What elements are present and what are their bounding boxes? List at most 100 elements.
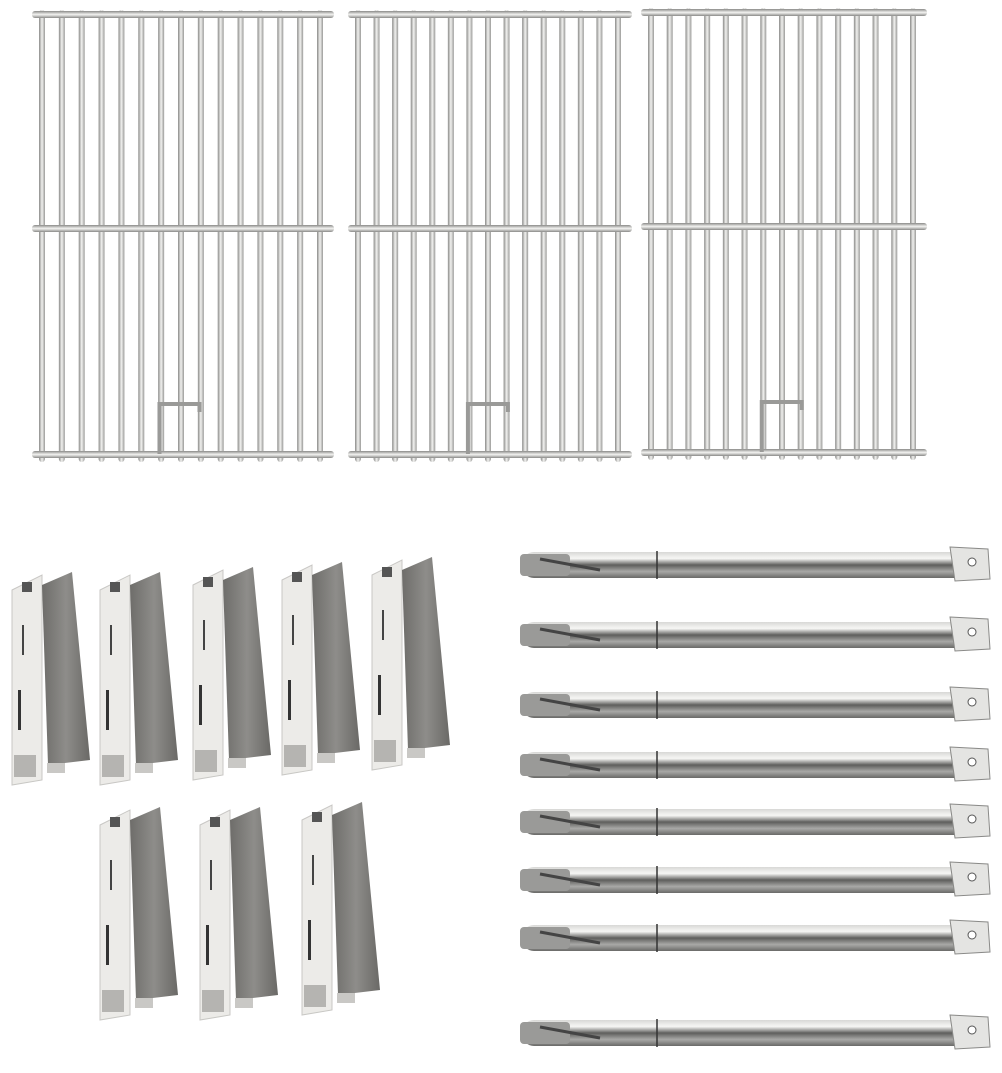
plate-side bbox=[99, 809, 131, 1021]
burner-bracket-hole bbox=[967, 814, 977, 824]
plate-foot bbox=[337, 993, 355, 1003]
plate-foot bbox=[304, 985, 326, 1007]
plate-foot bbox=[235, 998, 253, 1008]
plate-foot bbox=[14, 755, 36, 777]
burner-shutter bbox=[539, 930, 601, 945]
heat-plate bbox=[371, 557, 450, 771]
grate-rod bbox=[559, 10, 566, 462]
plate-face bbox=[130, 807, 178, 1000]
burner-shutter bbox=[539, 872, 601, 887]
heat-plate bbox=[11, 572, 90, 786]
plate-side bbox=[192, 569, 224, 781]
grate-rod bbox=[760, 8, 767, 460]
grate-handle bbox=[157, 402, 202, 454]
plate-foot bbox=[374, 740, 396, 762]
plate-hook bbox=[312, 812, 322, 822]
heat-plate bbox=[99, 572, 178, 786]
plate-slot bbox=[110, 625, 112, 655]
pipe-burner bbox=[520, 861, 991, 897]
plate-foot bbox=[47, 763, 65, 773]
grate-rod bbox=[816, 8, 823, 460]
grate-rod bbox=[722, 8, 729, 460]
grate-crossbar bbox=[32, 225, 334, 232]
plate-foot bbox=[317, 753, 335, 763]
plate-foot bbox=[102, 755, 124, 777]
plate-foot bbox=[284, 745, 306, 767]
plate-slot bbox=[22, 625, 24, 655]
plate-slot bbox=[382, 610, 384, 640]
plate-face bbox=[332, 802, 380, 995]
grate-rod bbox=[217, 10, 224, 462]
burner-bracket-hole bbox=[967, 627, 977, 637]
plate-side bbox=[371, 559, 403, 771]
plate-hook bbox=[382, 567, 392, 577]
cooking-grate bbox=[32, 10, 334, 462]
plate-foot bbox=[195, 750, 217, 772]
pipe-burner bbox=[520, 616, 991, 652]
grate-rod bbox=[891, 8, 898, 460]
grate-handle bbox=[465, 402, 510, 454]
plate-foot bbox=[228, 758, 246, 768]
plate-foot bbox=[407, 748, 425, 758]
burner-shutter bbox=[539, 697, 601, 712]
plate-face bbox=[42, 572, 90, 765]
plate-side bbox=[301, 804, 333, 1016]
grate-rod bbox=[615, 10, 621, 462]
grate-rod bbox=[466, 10, 473, 462]
burner-venturi bbox=[520, 1022, 570, 1044]
burner-venturi bbox=[520, 927, 570, 949]
plate-slot bbox=[378, 675, 381, 715]
grate-rod bbox=[138, 10, 145, 462]
heat-plate bbox=[281, 562, 360, 776]
burner-tube bbox=[522, 752, 972, 778]
grate-crossbar bbox=[32, 11, 334, 18]
heat-plate bbox=[301, 802, 380, 1016]
grate-crossbar bbox=[348, 11, 632, 18]
plate-side bbox=[281, 564, 313, 776]
burner-tube bbox=[522, 925, 972, 951]
burner-bracket-hole bbox=[967, 930, 977, 940]
burner-venturi bbox=[520, 754, 570, 776]
cooking-grates bbox=[32, 8, 927, 462]
plate-slot bbox=[106, 690, 109, 730]
grate-rod bbox=[98, 10, 105, 462]
grate-rod bbox=[78, 10, 85, 462]
grate-crossbar bbox=[641, 223, 927, 230]
plate-foot bbox=[135, 998, 153, 1008]
plate-slot bbox=[110, 860, 112, 890]
grate-rod bbox=[485, 10, 491, 462]
burner-tube bbox=[522, 692, 972, 718]
burner-venturi bbox=[520, 554, 570, 576]
grate-rod bbox=[685, 8, 692, 460]
plate-side bbox=[99, 574, 131, 786]
burner-bracket-hole bbox=[967, 872, 977, 882]
grate-rod bbox=[257, 10, 264, 462]
plate-slot bbox=[312, 855, 314, 885]
heat-plate bbox=[99, 807, 178, 1021]
plate-slot bbox=[308, 920, 311, 960]
plate-face bbox=[230, 807, 278, 1000]
grate-rod bbox=[197, 10, 204, 462]
cooking-grate bbox=[641, 8, 927, 460]
plate-slot bbox=[288, 680, 291, 720]
grate-rod bbox=[648, 8, 654, 460]
plate-slot bbox=[106, 925, 109, 965]
grate-rod bbox=[797, 8, 804, 460]
pipe-burner bbox=[520, 919, 991, 955]
plate-hook bbox=[292, 572, 302, 582]
plate-foot bbox=[202, 990, 224, 1012]
grate-crossbar bbox=[641, 9, 927, 16]
grate-handle bbox=[759, 400, 804, 452]
plate-hook bbox=[203, 577, 213, 587]
grate-rod bbox=[429, 10, 436, 462]
burner-shutter bbox=[539, 757, 601, 772]
heat-plate bbox=[199, 807, 278, 1021]
burner-venturi bbox=[520, 869, 570, 891]
burner-tube bbox=[522, 622, 972, 648]
pipe-burner bbox=[520, 803, 991, 839]
pipe-burner bbox=[520, 546, 991, 582]
burner-bracket-hole bbox=[967, 1025, 977, 1035]
grate-rod bbox=[910, 8, 916, 460]
grate-rod bbox=[522, 10, 529, 462]
